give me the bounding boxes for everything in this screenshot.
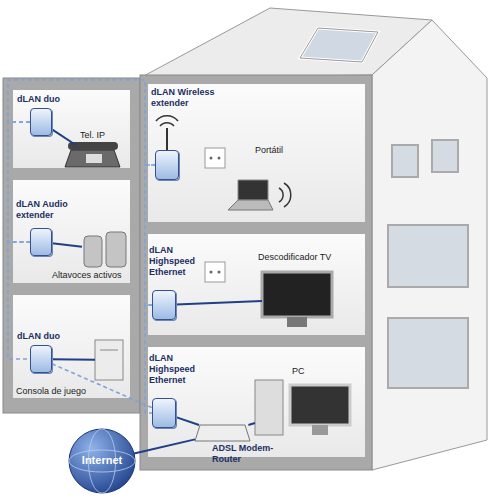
skylight xyxy=(300,28,378,62)
powerline-link xyxy=(145,165,155,305)
globe-parallel xyxy=(69,450,135,472)
network-cable xyxy=(248,423,255,425)
pc-tower xyxy=(255,380,283,435)
phone-body xyxy=(65,150,120,167)
socket-hole xyxy=(218,271,221,274)
powerline-link xyxy=(8,242,30,359)
wireless-wave xyxy=(284,183,291,207)
device-label: dLAN Audio extender xyxy=(16,199,86,221)
globe-label: Internet xyxy=(68,454,136,467)
room xyxy=(13,295,130,398)
device-label: dLAN duo xyxy=(17,331,77,342)
powerline-link xyxy=(8,80,155,165)
router xyxy=(195,425,250,441)
console-slot xyxy=(100,350,118,351)
laptop: Portátil xyxy=(228,180,273,210)
powerline-link xyxy=(8,122,30,242)
socket-hole xyxy=(210,157,213,160)
device-label: Descodificador TV xyxy=(258,252,358,263)
laptop-screen xyxy=(238,180,268,200)
network-cable xyxy=(176,301,262,305)
pc: PC xyxy=(255,380,355,435)
left-wing-wall xyxy=(3,78,140,413)
tv-screen xyxy=(262,272,332,317)
dlan-adapter: dLAN Highspeed Ethernet xyxy=(152,290,176,320)
network-cable xyxy=(52,129,76,145)
socket-hole xyxy=(218,157,221,160)
device-label: dLAN Highspeed Ethernet xyxy=(149,245,219,278)
window xyxy=(388,318,468,388)
phone-keypad xyxy=(86,154,102,163)
speaker xyxy=(84,236,102,267)
device-label: Portátil xyxy=(255,145,305,156)
pc-monitor xyxy=(290,385,350,425)
powerline-link xyxy=(52,364,152,408)
internet-globe: Internet xyxy=(68,428,136,494)
facade xyxy=(372,20,487,470)
room xyxy=(148,84,365,222)
dlan-adapter: dLAN Highspeed Ethernet xyxy=(152,398,176,428)
wireless-wave xyxy=(279,188,283,202)
main-wall xyxy=(140,75,372,470)
device-label: Consola de juego xyxy=(16,386,96,397)
modem-router: ADSL Modem-Router xyxy=(195,425,250,441)
room xyxy=(148,347,365,457)
room xyxy=(13,90,130,168)
socket-hole xyxy=(210,271,213,274)
network-cable xyxy=(52,243,82,247)
speakers: Altavoces activos xyxy=(82,232,127,267)
wall-socket xyxy=(205,148,225,168)
dlan-adapter: dLAN Wireless extender xyxy=(155,150,179,180)
dlan-adapter: dLAN duo xyxy=(30,345,52,373)
device-label: Altavoces activos xyxy=(52,270,132,281)
network-cable xyxy=(176,417,199,425)
tv-decoder: Descodificador TV xyxy=(262,272,332,327)
globe-outline xyxy=(69,429,135,493)
network-cable xyxy=(134,439,195,453)
room xyxy=(13,180,130,283)
device-label: dLAN Wireless extender xyxy=(151,87,236,109)
window xyxy=(392,145,418,177)
laptop-base xyxy=(228,200,273,210)
game-console: Consola de juego xyxy=(95,340,123,380)
room xyxy=(148,234,365,335)
dlan-adapter: dLAN Audio extender xyxy=(30,228,52,256)
monitor-stand xyxy=(312,425,328,435)
wall-socket xyxy=(205,262,225,282)
window xyxy=(432,140,458,172)
dlan-adapter: dLAN duo xyxy=(30,108,52,136)
wireless-wave xyxy=(160,123,174,126)
device-label: dLAN duo xyxy=(17,94,77,105)
device-label: PC xyxy=(292,366,322,377)
device-label: ADSL Modem-Router xyxy=(212,443,284,465)
device-label: Tel. IP xyxy=(80,130,130,141)
window xyxy=(388,225,468,287)
game-console xyxy=(95,340,123,380)
phone-handset xyxy=(68,142,118,150)
tv-stand xyxy=(287,317,307,327)
speaker xyxy=(106,232,126,267)
network-cable xyxy=(52,358,95,361)
wireless-wave xyxy=(156,116,178,121)
ip-phone: Tel. IP xyxy=(65,145,120,167)
skylight-frame xyxy=(300,28,378,62)
device-label: dLAN Highspeed Ethernet xyxy=(149,353,219,386)
antenna xyxy=(166,128,168,150)
